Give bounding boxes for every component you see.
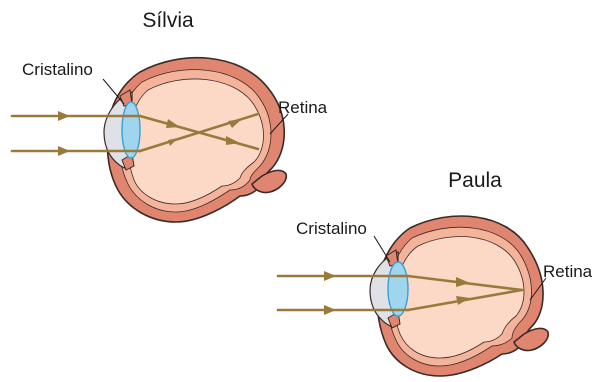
eye-silvia: Sílvia	[12, 9, 328, 222]
retina-label: Retina	[278, 98, 328, 117]
eye-paula-title: Paula	[448, 169, 502, 192]
arrowhead-icon	[58, 146, 70, 156]
retina-label: Retina	[543, 262, 593, 281]
arrowhead-icon	[324, 305, 336, 315]
eye-paula: Paula Cristalino Retina	[278, 169, 593, 376]
arrowhead-icon	[324, 271, 336, 281]
eye-silvia-title: Sílvia	[142, 9, 194, 32]
arrowhead-icon	[58, 111, 70, 121]
lens-leader-line	[374, 236, 390, 262]
lens-label: Cristalino	[22, 60, 93, 79]
crystalline-lens	[388, 262, 408, 316]
lens-label: Cristalino	[296, 219, 367, 238]
crystalline-lens	[122, 102, 140, 158]
